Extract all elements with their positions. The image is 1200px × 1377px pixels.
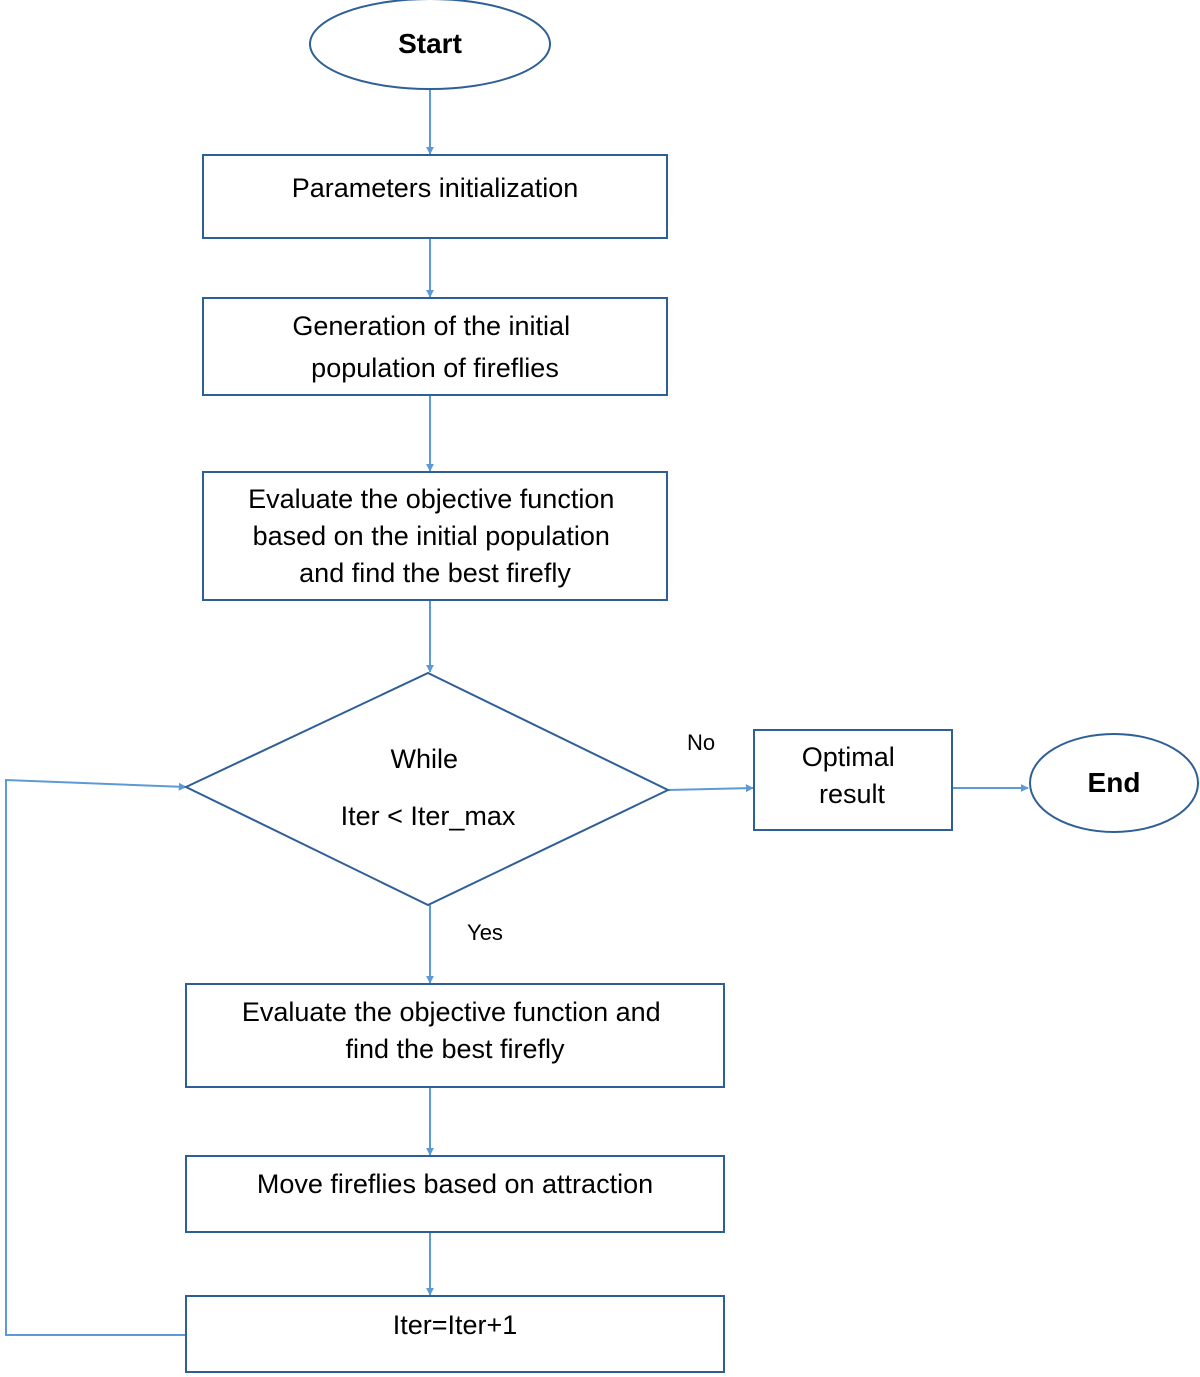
evaluate-initial-line-1: Evaluate the objective function	[248, 484, 614, 514]
start-node: Start	[309, 0, 551, 90]
evaluate-initial-label: Evaluate the objective function based on…	[248, 484, 622, 588]
move-node: Move fireflies based on attraction	[185, 1155, 725, 1233]
optimal-result-line-1: Optimal	[802, 742, 895, 772]
params-init-node: Parameters initialization	[202, 154, 668, 239]
arrow-loop-back-to-decision	[5, 778, 187, 1336]
evaluate-loop-line-1: Evaluate the objective function and	[242, 997, 661, 1027]
no-label: No	[687, 730, 715, 755]
decision-line-2: Iter < Iter_max	[341, 801, 516, 831]
optimal-result-line-2: result	[819, 779, 886, 809]
end-node: End	[1029, 733, 1199, 833]
connectors	[5, 90, 1029, 1336]
evaluate-loop-label: Evaluate the objective function and find…	[242, 997, 668, 1064]
optimal-result-node: Optimal result	[753, 729, 953, 831]
decision-line-1: While	[390, 744, 458, 774]
evaluate-initial-node: Evaluate the objective function based on…	[202, 471, 668, 601]
yes-label: Yes	[467, 920, 503, 945]
end-label: End	[1088, 767, 1141, 798]
evaluate-initial-line-2: based on the initial population	[253, 521, 610, 551]
generation-line-1: Generation of the initial	[292, 311, 570, 341]
evaluate-loop-line-2: find the best firefly	[345, 1034, 565, 1064]
start-label: Start	[398, 28, 462, 59]
generation-line-2: population of fireflies	[311, 353, 559, 383]
decision-label: While Iter < Iter_max	[341, 744, 516, 831]
move-label: Move fireflies based on attraction	[257, 1169, 653, 1199]
evaluate-initial-line-3: and find the best firefly	[299, 558, 571, 588]
params-init-label: Parameters initialization	[292, 173, 579, 203]
generation-label: Generation of the initial population of …	[292, 311, 577, 383]
optimal-result-label: Optimal result	[802, 742, 903, 809]
decision-node: While Iter < Iter_max	[183, 671, 671, 907]
evaluate-loop-node: Evaluate the objective function and find…	[185, 983, 725, 1088]
increment-node: Iter=Iter+1	[185, 1295, 725, 1373]
arrow-decision-no-to-optimal	[667, 784, 754, 793]
increment-label: Iter=Iter+1	[393, 1310, 518, 1340]
generation-node: Generation of the initial population of …	[202, 297, 668, 396]
